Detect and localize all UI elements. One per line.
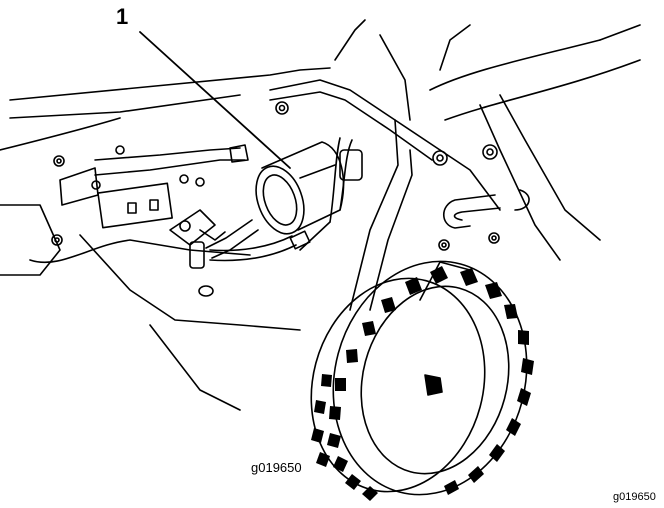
callout-leader-line: [139, 31, 291, 169]
callout-number: 1: [116, 4, 129, 29]
frame-outline: [0, 19, 641, 411]
wheel: [310, 260, 528, 496]
corner-figure-id: g019650: [613, 491, 656, 503]
figure-id-label: g019650: [251, 460, 302, 475]
mounting-hole: [198, 285, 214, 297]
handle-tube: [269, 79, 601, 311]
bolt-heads: [51, 101, 500, 251]
grip-bar: [442, 189, 530, 229]
wheel-tread: [311, 266, 534, 501]
carburetor-assembly: [59, 144, 249, 246]
fuel-lines: [189, 137, 363, 269]
